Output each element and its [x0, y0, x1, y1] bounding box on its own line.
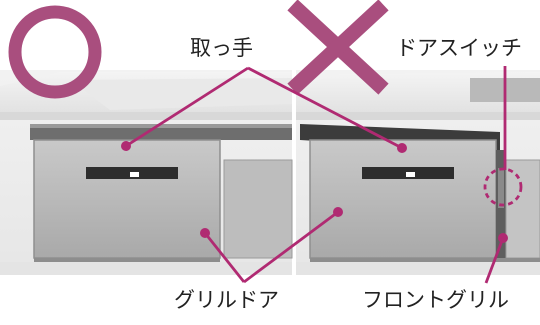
front-grill-pointer — [498, 233, 508, 243]
grill-door-pointer-right — [333, 207, 343, 217]
door-switch-label: ドアスイッチ — [396, 36, 522, 60]
front-grill-leader — [484, 237, 505, 284]
door-switch-highlight — [483, 167, 523, 207]
left-photo — [0, 70, 293, 275]
right-photo — [296, 70, 540, 275]
handle-label: 取っ手 — [190, 36, 253, 60]
front-grill-label: フロントグリル — [362, 288, 509, 312]
grill-door-label: グリルドア — [174, 288, 279, 312]
handle-leaders — [125, 66, 403, 150]
grill-door-leaders — [203, 210, 339, 284]
grill-door-pointer-left — [200, 228, 210, 238]
correct-mark-icon — [8, 5, 102, 99]
incorrect-mark-icon — [287, 0, 389, 95]
handle-pointer-right — [397, 143, 407, 153]
handle-pointer-left — [121, 141, 131, 151]
